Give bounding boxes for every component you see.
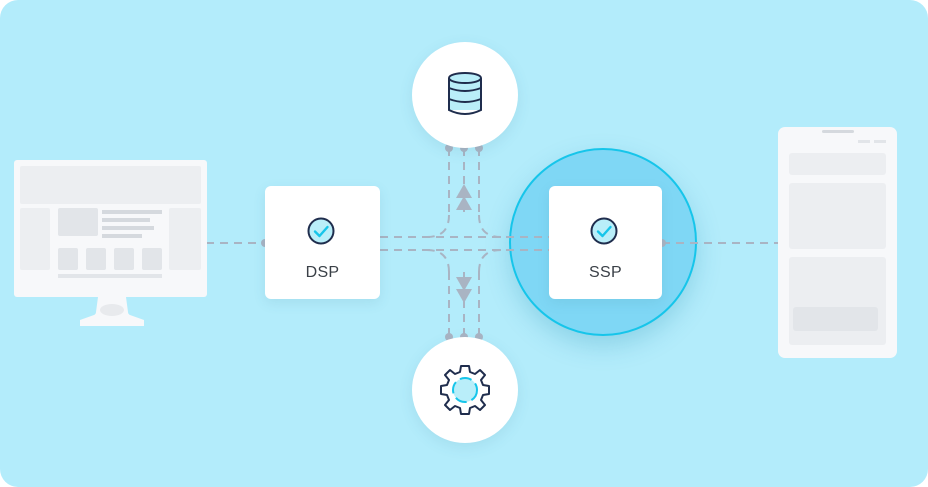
database-node: [412, 42, 518, 148]
check-icon: [590, 217, 618, 245]
check-icon: [307, 217, 335, 245]
dsp-card: DSP: [265, 186, 380, 299]
desktop-monitor-icon: [14, 160, 207, 326]
dsp-label: DSP: [305, 264, 340, 281]
ssp-label: SSP: [589, 264, 622, 281]
arrow-up-icon: [456, 184, 472, 210]
gear-icon: [440, 365, 490, 415]
ssp-card: SSP: [549, 186, 662, 299]
database-icon: [448, 72, 482, 115]
settings-node: [412, 337, 518, 443]
arrow-down-icon: [456, 277, 472, 303]
mobile-phone-icon: [778, 127, 897, 358]
